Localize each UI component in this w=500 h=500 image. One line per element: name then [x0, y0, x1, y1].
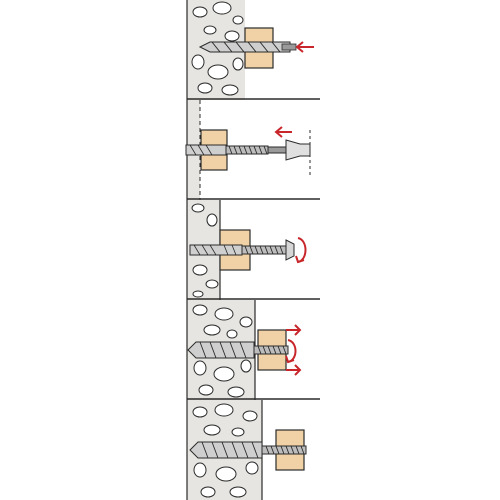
anchor-icon [189, 244, 243, 256]
rotate-arrow-icon [295, 237, 307, 264]
screw-icon [261, 445, 307, 455]
screwdriver-icon [267, 139, 311, 161]
screw-icon [241, 239, 295, 261]
drill-bit-icon [198, 41, 297, 53]
aggregate-stones [192, 304, 253, 398]
screw-icon [253, 345, 289, 355]
push-arrow-icon [274, 126, 292, 138]
step-insert-anchor [185, 100, 320, 200]
push-arrow-icon [295, 41, 314, 53]
pull-arrow-icon [286, 324, 302, 376]
anchor-icon [187, 341, 255, 359]
screw-icon [225, 145, 269, 155]
step-drill-hole [186, 0, 320, 100]
anchor-icon [185, 144, 227, 156]
aggregate-stones [192, 403, 259, 498]
anchor-icon [189, 441, 263, 459]
aggregate-stones [191, 203, 219, 298]
rotate-arrow-icon [285, 339, 297, 364]
step-tighten-screw [186, 200, 320, 300]
step-final-fixing [186, 400, 307, 500]
aggregate-stones [191, 1, 244, 96]
step-adjust-distance [186, 300, 320, 400]
